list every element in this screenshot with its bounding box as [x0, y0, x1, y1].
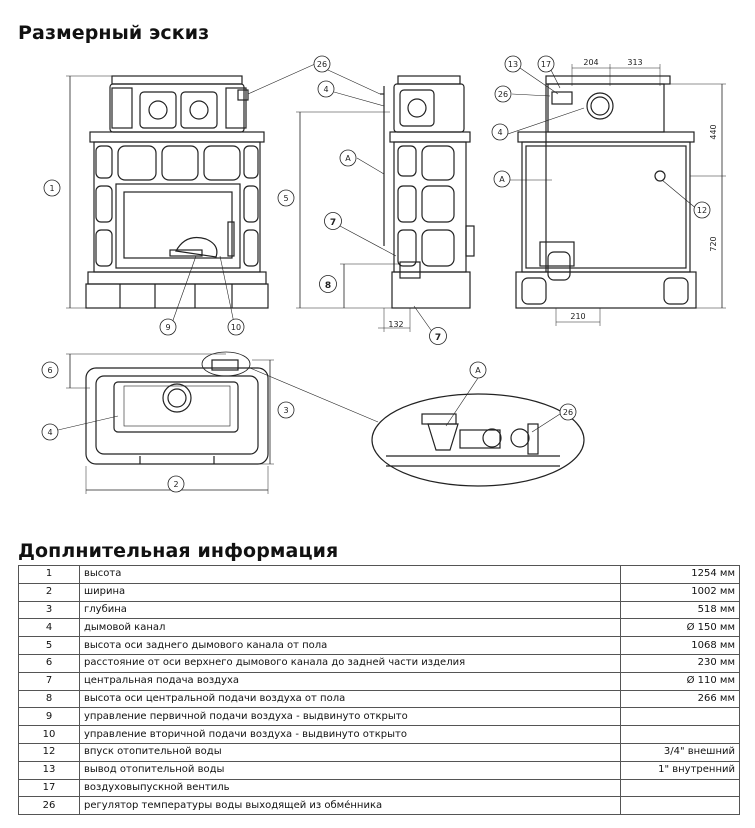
callout-6: 6 — [47, 366, 52, 375]
callout-a-side: A — [345, 154, 351, 163]
callout-4-top: 4 — [47, 428, 52, 437]
cell-value: 1068 мм — [620, 636, 740, 655]
back-view-stove — [515, 75, 697, 309]
cell-label: управление вторичной подачи воздуха - вы… — [79, 725, 621, 744]
cell-value — [620, 707, 740, 727]
side-view-stove — [380, 75, 475, 309]
cell-num: 26 — [18, 796, 80, 816]
cell-num: 12 — [18, 742, 80, 762]
callout-12: 12 — [697, 206, 707, 215]
cell-value: 518 мм — [620, 600, 740, 620]
top-view-stove — [85, 359, 269, 465]
callout-13: 13 — [508, 60, 518, 69]
cell-value: Ø 110 мм — [620, 671, 740, 691]
cell-num: 8 — [18, 689, 80, 709]
callout-26-front: 26 — [317, 60, 327, 69]
cell-value: 266 мм — [620, 689, 740, 709]
cell-value — [620, 778, 740, 798]
cell-label: воздуховыпускной вентиль — [79, 778, 621, 798]
callout-4-back: 4 — [497, 128, 502, 137]
sketch-heading: Размерный эскиз — [18, 22, 210, 44]
cell-value: 1" внутренний — [620, 760, 740, 780]
cell-label: высота — [79, 565, 621, 584]
cell-label: центральная подача воздуха — [79, 671, 621, 691]
dimension-sketch: 26 4 1 A 5 7 8 7 9 10 13 17 26 4 A 12 6 … — [41, 55, 726, 494]
cell-num: 7 — [18, 671, 80, 691]
callout-5: 5 — [283, 194, 288, 203]
cell-num: 3 — [18, 600, 80, 620]
cell-label: высота оси заднего дымового канала от по… — [79, 636, 621, 655]
cell-label: дымовой канал — [79, 618, 621, 638]
callout-26-back: 26 — [498, 90, 508, 99]
cell-num: 1 — [18, 565, 80, 584]
callout-3: 3 — [283, 406, 288, 415]
callout-a-back: A — [499, 175, 505, 184]
cell-num: 5 — [18, 636, 80, 655]
callout-4-side: 4 — [323, 85, 328, 94]
dim-313: 313 — [627, 58, 642, 67]
cell-value: 3/4" внешний — [620, 742, 740, 762]
callout-1: 1 — [49, 184, 54, 193]
cell-label: глубина — [79, 600, 621, 620]
callout-7-upper: 7 — [330, 218, 336, 228]
callout-7-lower: 7 — [435, 333, 441, 343]
cell-num: 10 — [18, 725, 80, 744]
cell-label: вывод отопительной воды — [79, 760, 621, 780]
cell-num: 17 — [18, 778, 80, 798]
cell-value: 1254 мм — [620, 565, 740, 584]
dim-132: 132 — [388, 320, 403, 329]
callout-26-detail: 26 — [563, 408, 573, 417]
callout-17: 17 — [541, 60, 551, 69]
cell-label: управление первичной подачи воздуха - вы… — [79, 707, 621, 727]
dim-440: 440 — [709, 124, 718, 139]
cell-value: 1002 мм — [620, 582, 740, 602]
dim-204: 204 — [583, 58, 598, 67]
detail-view — [371, 377, 585, 487]
cell-value: Ø 150 мм — [620, 618, 740, 638]
callout-10: 10 — [231, 323, 241, 332]
cell-label: регулятор температуры воды выходящей из … — [79, 796, 621, 816]
front-view-stove — [85, 75, 269, 309]
cell-num: 6 — [18, 653, 80, 673]
dim-210: 210 — [570, 312, 585, 321]
cell-num: 4 — [18, 618, 80, 638]
dim-720: 720 — [709, 236, 718, 251]
info-heading: Доплнительная информация — [18, 540, 339, 562]
callout-2: 2 — [173, 480, 178, 489]
cell-num: 9 — [18, 707, 80, 727]
cell-value — [620, 796, 740, 816]
callout-a-detail: A — [475, 366, 481, 375]
callout-9: 9 — [165, 323, 170, 332]
cell-num: 13 — [18, 760, 80, 780]
cell-label: расстояние от оси верхнего дымового кана… — [79, 653, 621, 673]
cell-value — [620, 725, 740, 744]
cell-label: высота оси центральной подачи воздуха от… — [79, 689, 621, 709]
cell-num: 2 — [18, 582, 80, 602]
cell-label: ширина — [79, 582, 621, 602]
callout-8: 8 — [325, 281, 331, 291]
cell-value: 230 мм — [620, 653, 740, 673]
cell-label: впуск отопительной воды — [79, 742, 621, 762]
